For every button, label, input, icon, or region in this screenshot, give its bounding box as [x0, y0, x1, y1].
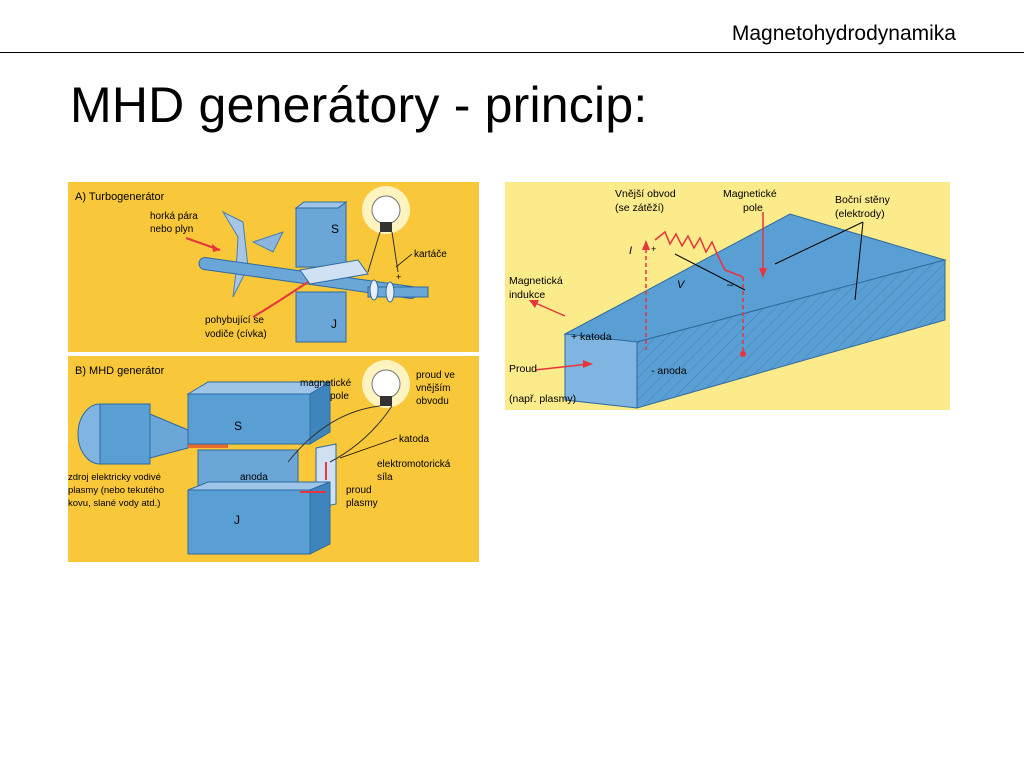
panel-b-title: B) MHD generátor: [75, 365, 165, 377]
side-walls-line1: Boční stěny: [835, 194, 891, 206]
magnetic-field-line2: pole: [330, 391, 349, 402]
external-current-line3: obvodu: [416, 396, 449, 407]
side-walls-line2: (elektrody): [835, 208, 885, 220]
slide-title: MHD generátory - princip:: [70, 77, 648, 133]
header-divider: [0, 52, 1024, 53]
induction-line1: Magnetická: [509, 275, 563, 287]
anode-label-c: - anoda: [651, 365, 687, 377]
bulb-base: [380, 222, 392, 232]
load-resistor: [654, 230, 726, 271]
light-bulb: [371, 195, 401, 225]
moving-arrow: [252, 281, 309, 318]
plus-symbol: +: [651, 244, 656, 254]
induction-arrow: [532, 301, 566, 317]
plasma-flow-line2-c: (např. plasmy): [509, 393, 576, 405]
voltage-line: [674, 253, 746, 291]
minus-symbol: –: [727, 279, 734, 291]
plasma-flow-line1-c: Proud: [509, 363, 537, 375]
slip-ring-1: [369, 279, 379, 301]
mhd-magnet-j: [187, 489, 311, 555]
current-symbol: I: [629, 245, 632, 257]
magnetic-pole-line1: Magnetické: [723, 188, 777, 200]
external-circuit-line1: Vnější obvod: [615, 188, 676, 200]
magnetic-pole-line2: pole: [743, 202, 763, 214]
panel-a-title: A) Turbogenerátor: [75, 191, 165, 203]
emf-line2: síla: [377, 472, 393, 483]
external-current-line1: proud ve: [416, 370, 455, 381]
steam-label-line2: nebo plyn: [150, 224, 193, 235]
external-current-line2: vnějším: [416, 383, 450, 394]
plasma-flow-line1: proud: [346, 485, 372, 496]
right-diagram-panel: I + V – Vnější obvod (se zátěží) Magneti…: [505, 182, 950, 410]
plasma-source-line1: zdroj elektricky vodivé: [68, 472, 161, 483]
moving-conductors-line2: vodiče (cívka): [205, 329, 267, 340]
external-circuit-wire: [287, 405, 393, 463]
steam-label-line1: horká pára: [150, 211, 198, 222]
generator-comparison-diagram: A) Turbogenerátor horká pára nebo plyn S…: [68, 182, 479, 562]
mhd-pole-j-label: J: [234, 513, 240, 527]
brushes-label: kartáče: [414, 249, 447, 260]
external-circuit-line2: (se zátěží): [615, 202, 664, 214]
left-diagram-panel: A) Turbogenerátor horká pára nebo plyn S…: [68, 182, 479, 562]
plasma-flow-line2: plasmy: [346, 498, 378, 509]
magnetic-field-line1: magnetické: [300, 378, 352, 389]
cathode-label: katoda: [399, 434, 429, 445]
magnet-pole-j: [295, 291, 347, 343]
slip-ring-2: [385, 281, 395, 303]
plasma-source-line3: kovu, slané vody atd.): [68, 498, 160, 509]
plasma-flow-arrow-c: [534, 363, 590, 371]
emf-line1: elektromotorická: [377, 459, 451, 470]
rotating-coil: [299, 259, 369, 285]
plasma-source-line2: plasmy (nebo tekutého: [68, 485, 164, 496]
pole-s-label: S: [331, 222, 339, 236]
moving-conductors-line1: pohybující se: [205, 315, 264, 326]
mhd-channel-diagram: I + V – Vnější obvod (se zátěží) Magneti…: [505, 182, 950, 410]
induction-line2: indukce: [509, 289, 545, 301]
mhd-pole-s-label: S: [234, 419, 242, 433]
header-title: Magnetohydrodynamika: [731, 22, 956, 45]
pole-j-label: J: [331, 317, 337, 331]
mhd-light-bulb: [371, 369, 401, 399]
anode-label: anoda: [240, 472, 268, 483]
mhd-magnet-s: [187, 393, 311, 445]
cathode-label-c: + katoda: [571, 331, 612, 343]
brush-plus: +: [396, 272, 401, 282]
voltage-symbol: V: [677, 279, 686, 291]
